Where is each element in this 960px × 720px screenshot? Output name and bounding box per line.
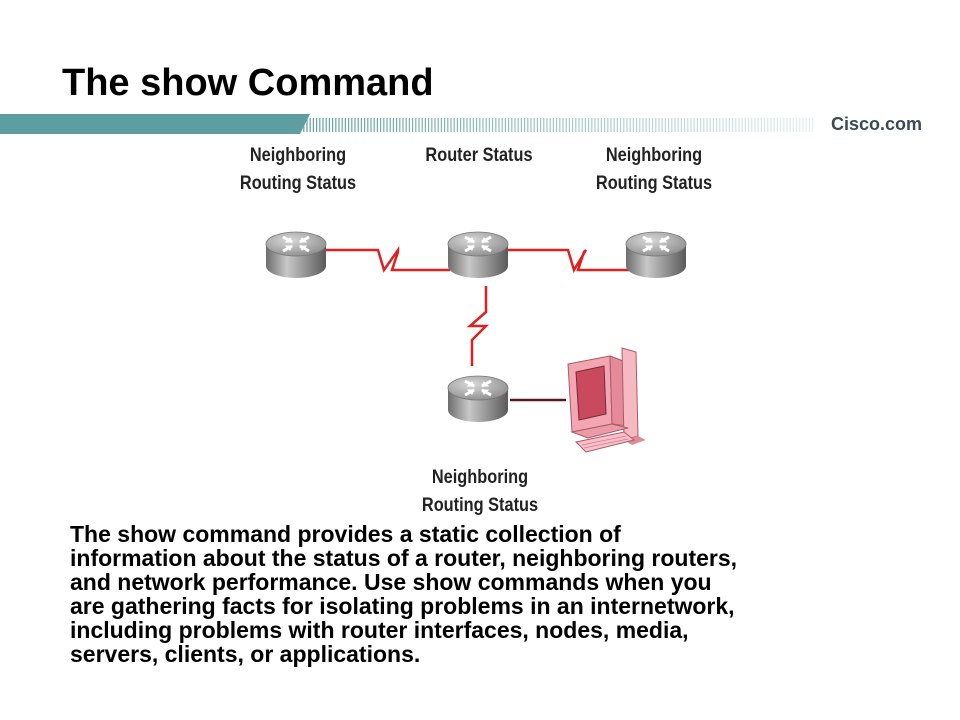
network-diagram-canvas <box>264 230 688 453</box>
brand-logo: Cisco.com <box>830 114 922 134</box>
body-paragraph: The show command provides a static colle… <box>70 522 940 666</box>
serial-link-right <box>508 248 632 274</box>
router-center <box>446 230 510 280</box>
computer-icon <box>567 347 646 453</box>
body-line: The show command provides a static colle… <box>70 521 621 547</box>
body-line: are gathering facts for isolating proble… <box>70 593 735 619</box>
router-left <box>264 230 328 280</box>
body-line: and network performance. Use show comman… <box>70 569 712 595</box>
body-line: servers, clients, or applications. <box>70 641 421 667</box>
body-line: information about the status of a router… <box>70 545 738 571</box>
serial-link-left <box>326 246 450 273</box>
body-line: including problems with router interface… <box>70 617 689 643</box>
label-router-status: Router Status <box>425 145 533 166</box>
router-bottom <box>446 374 510 424</box>
serial-link-vertical <box>466 286 490 366</box>
header-band <box>0 112 960 136</box>
page-title: The show Command <box>62 62 434 104</box>
router-right <box>624 230 688 280</box>
header-stripes <box>280 114 814 134</box>
header-bar <box>0 114 290 134</box>
